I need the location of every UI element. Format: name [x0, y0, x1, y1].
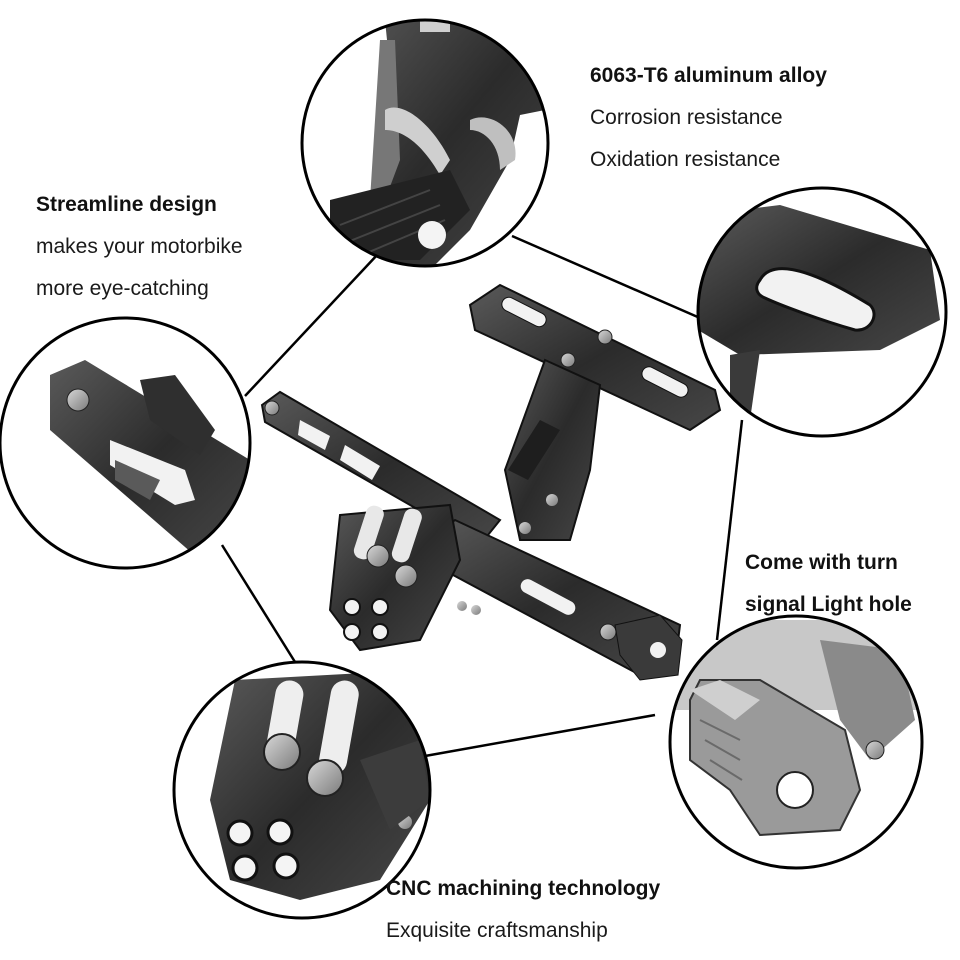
license-plate-bracket [260, 283, 722, 681]
caption-streamline-title: Streamline design [36, 193, 217, 216]
detail-circle-alloy [300, 18, 550, 268]
caption-cnc: CNC machining technology Exquisite craft… [386, 868, 660, 952]
caption-cnc-title: CNC machining technology [386, 877, 661, 900]
caption-streamline: Streamline design makes your motorbike m… [36, 184, 243, 310]
detail-circle-plate-slot [696, 186, 948, 438]
detail-circle-cnc [172, 660, 432, 920]
caption-alloy: 6063-T6 aluminum alloy Corrosion resista… [590, 55, 827, 181]
caption-turn-signal-title: signal Light hole [745, 593, 912, 616]
caption-streamline-line: makes your motorbike [36, 235, 243, 258]
connector-lines [220, 234, 744, 758]
caption-alloy-line: Oxidation resistance [590, 148, 781, 171]
caption-alloy-line: Corrosion resistance [590, 106, 783, 129]
caption-streamline-line: more eye-catching [36, 277, 209, 300]
detail-circle-turn-signal [668, 614, 924, 870]
caption-turn-signal-title: Come with turn [745, 551, 898, 574]
detail-circle-streamline [0, 316, 252, 570]
caption-cnc-line: Exquisite craftsmanship [386, 919, 608, 942]
caption-alloy-title: 6063-T6 aluminum alloy [590, 64, 827, 87]
caption-turn-signal: Come with turn signal Light hole [745, 542, 912, 626]
